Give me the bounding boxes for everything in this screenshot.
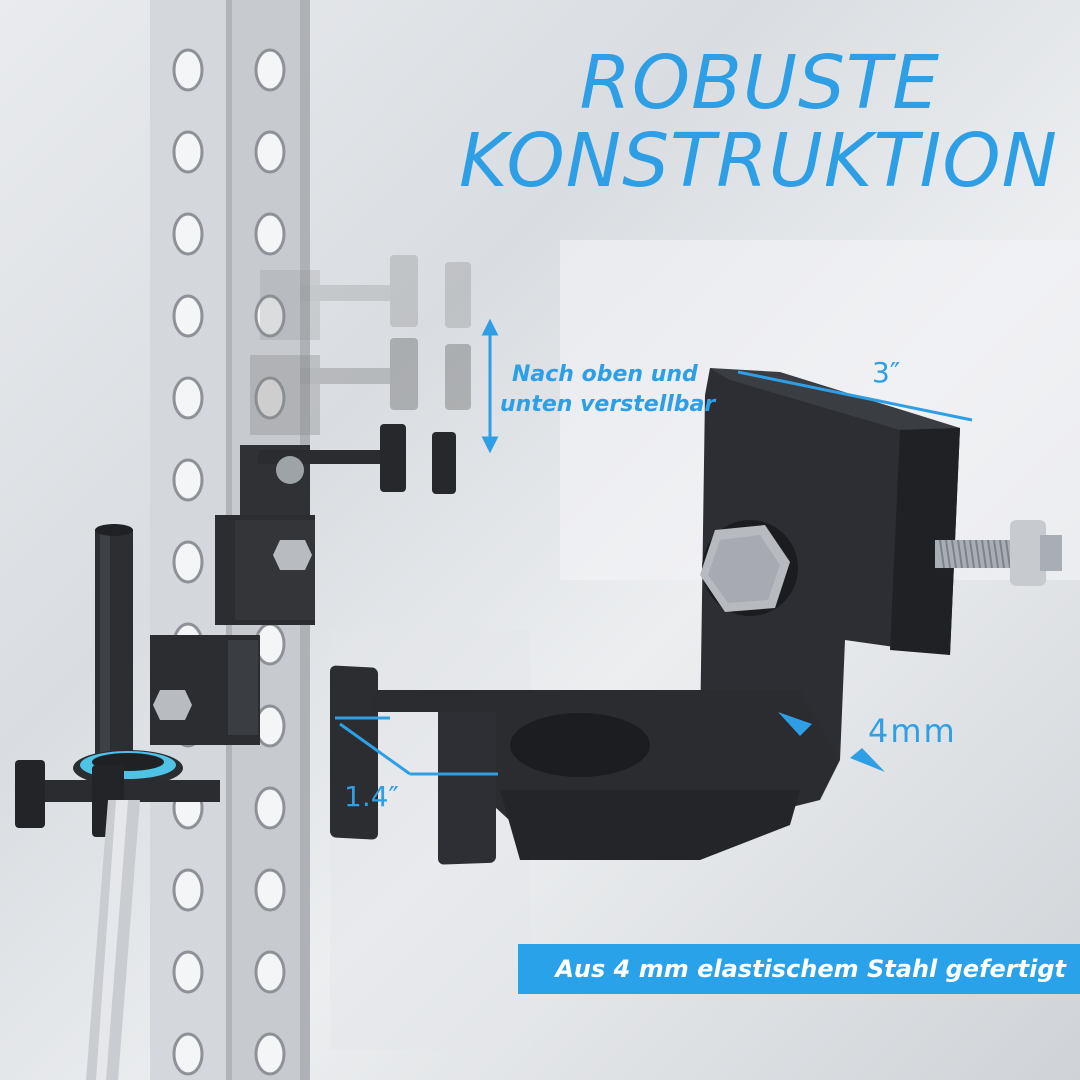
rack-hole bbox=[172, 212, 204, 256]
thread-line bbox=[975, 539, 981, 569]
rack-hole bbox=[172, 376, 204, 420]
thread-line bbox=[963, 539, 969, 569]
bolt-threads bbox=[939, 539, 1011, 569]
rack-hole bbox=[172, 540, 204, 584]
headline-line-1: ROBUSTE bbox=[579, 40, 940, 126]
thread-line bbox=[969, 539, 975, 569]
rack-hole bbox=[254, 868, 286, 912]
thread-line bbox=[981, 539, 987, 569]
rack-hole bbox=[254, 950, 286, 994]
thread-line bbox=[957, 539, 963, 569]
mounted-bracket bbox=[215, 515, 315, 625]
bar-holder-tube bbox=[95, 524, 133, 760]
rack-hole bbox=[172, 458, 204, 502]
depth-dimension-label: 1.4″ bbox=[344, 780, 399, 813]
thread-line bbox=[999, 539, 1005, 569]
lower-bracket bbox=[15, 635, 260, 837]
thread-line bbox=[945, 539, 951, 569]
rack-hole bbox=[254, 1032, 286, 1076]
jhook-main bbox=[330, 368, 1062, 865]
rack-hole bbox=[172, 868, 204, 912]
rack-hole bbox=[254, 294, 286, 338]
headline-line-2: KONSTRUKTION bbox=[458, 118, 1058, 204]
thread-line bbox=[993, 539, 999, 569]
rack-hole bbox=[254, 212, 286, 256]
width-dimension-label: 3″ bbox=[872, 356, 901, 389]
adjust-arrow-icon bbox=[481, 318, 499, 454]
ghost-position-top bbox=[260, 255, 471, 340]
ghost-position-middle bbox=[250, 338, 471, 435]
adjust-note-line-2: unten verstellbar bbox=[500, 392, 716, 417]
rack-hole bbox=[254, 786, 286, 830]
thickness-arrows bbox=[778, 712, 885, 772]
info-banner: Aus 4 mm elastischem Stahl gefertigt bbox=[518, 944, 1080, 994]
adjust-note-line-1: Nach oben und bbox=[512, 362, 698, 387]
thread-line bbox=[1005, 539, 1011, 569]
rack-hole bbox=[254, 376, 286, 420]
thread-line bbox=[939, 539, 945, 569]
rack-hole bbox=[254, 130, 286, 174]
thickness-dimension-label: 4mm bbox=[868, 712, 957, 750]
rack-hole bbox=[254, 704, 286, 748]
rack-hole bbox=[172, 1032, 204, 1076]
rack-hole bbox=[172, 48, 204, 92]
rack-hole bbox=[172, 294, 204, 338]
rack-hole bbox=[172, 130, 204, 174]
rack-hole bbox=[172, 950, 204, 994]
barbell-sleeve bbox=[86, 800, 140, 1080]
rack-hole bbox=[254, 48, 286, 92]
dimension-lines bbox=[335, 370, 973, 776]
thread-line bbox=[951, 539, 957, 569]
rack-hole bbox=[254, 622, 286, 666]
thread-line bbox=[987, 539, 993, 569]
